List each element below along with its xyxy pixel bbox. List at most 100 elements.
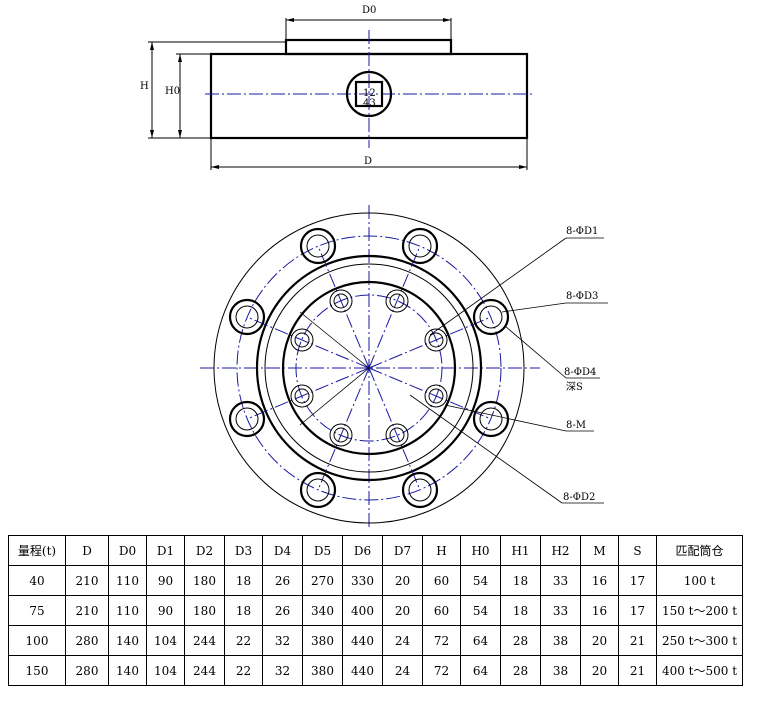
top-view: 8-ΦD1 8-ΦD3 8-ΦD4 深S 8-M 8-ΦD2 (200, 205, 608, 530)
table-cell: 33 (540, 595, 581, 626)
table-row: 150 280 140 104 244 22 32 380 440 24 72 … (8, 655, 743, 686)
table-cell: 18 (224, 595, 263, 626)
table-cell: 16 (580, 565, 619, 596)
table-cell: 24 (382, 655, 423, 686)
table-row: 100 280 140 104 244 22 32 380 440 24 72 … (8, 625, 743, 656)
table-cell: 40 (8, 565, 66, 596)
connector-circle (345, 70, 393, 118)
table-cell: 340 (302, 595, 343, 626)
table-cell: 60 (422, 565, 461, 596)
table-cell: 17 (618, 565, 657, 596)
callout-leaders (299, 237, 608, 504)
table-cell: 60 (422, 595, 461, 626)
table-cell: 28 (500, 655, 541, 686)
table-cell: 72 (422, 655, 461, 686)
table-cell: 38 (540, 655, 581, 686)
dim-h-label: H (140, 81, 149, 92)
table-cell: 17 (618, 595, 657, 626)
table-header-cell: D2 (184, 535, 225, 566)
table-cell: 72 (422, 625, 461, 656)
table-header-cell: H1 (500, 535, 541, 566)
table-cell: 244 (184, 625, 225, 656)
table-cell: 140 (108, 625, 147, 656)
table-cell: 110 (108, 565, 147, 596)
table-cell: 22 (224, 625, 263, 656)
table-cell: 100 (8, 625, 66, 656)
table-cell: 440 (342, 655, 383, 686)
table-cell: 90 (146, 595, 185, 626)
table-cell: 280 (65, 655, 109, 686)
callout-d1: 8-ΦD1 (566, 226, 598, 237)
table-cell: 90 (146, 565, 185, 596)
table-cell: 150 t～200 t (656, 595, 743, 626)
table-header-cell: D0 (108, 535, 147, 566)
technical-drawing: D0 12 43 D H H0 (140, 5, 608, 530)
table-header-cell: 匹配筒仓 (656, 535, 743, 566)
table-cell: 20 (382, 565, 423, 596)
table-cell: 110 (108, 595, 147, 626)
table-cell: 104 (146, 625, 185, 656)
table-cell: 400 (342, 595, 383, 626)
table-cell: 20 (580, 625, 619, 656)
table-header-cell: D1 (146, 535, 185, 566)
table-cell: 38 (540, 625, 581, 656)
table-cell: 21 (618, 625, 657, 656)
table-cell: 140 (108, 655, 147, 686)
table-header-cell: M (580, 535, 619, 566)
table-header-cell: D7 (382, 535, 423, 566)
table-cell: 24 (382, 625, 423, 656)
body-ring-inner (281, 280, 457, 456)
table-cell: 104 (146, 655, 185, 686)
table-cell: 28 (500, 625, 541, 656)
table-header-cell: D3 (224, 535, 263, 566)
table-header-cell: H0 (460, 535, 501, 566)
table-cell: 380 (302, 625, 343, 656)
body-ring-groove (264, 263, 474, 473)
table-cell: 180 (184, 565, 225, 596)
table-cell: 54 (460, 595, 501, 626)
outer-bolt-circle (236, 235, 502, 501)
table-cell: 280 (65, 625, 109, 656)
table-cell: 400 t～500 t (656, 655, 743, 686)
table-header-cell: H (422, 535, 461, 566)
table-cell: 32 (262, 655, 303, 686)
table-header-cell: S (618, 535, 657, 566)
spec-table: 量程(t) D D0 D1 D2 D3 D4 D5 D6 D7 H H0 H1 … (8, 535, 743, 686)
callout-thread: 8-M (566, 420, 586, 431)
table-cell: 210 (65, 595, 109, 626)
table-cell: 20 (382, 595, 423, 626)
table-cell: 440 (342, 625, 383, 656)
table-cell: 26 (262, 595, 303, 626)
table-cell: 18 (224, 565, 263, 596)
table-cell: 244 (184, 655, 225, 686)
outer-flange (213, 212, 525, 524)
table-header-cell: D4 (262, 535, 303, 566)
table-cell: 250 t～300 t (656, 625, 743, 656)
side-view: D0 12 43 D H H0 (140, 5, 535, 170)
table-cell: 54 (460, 565, 501, 596)
table-cell: 180 (184, 595, 225, 626)
table-cell: 33 (540, 565, 581, 596)
table-header-cell: D5 (302, 535, 343, 566)
table-cell: 380 (302, 655, 343, 686)
table-row: 75 210 110 90 180 18 26 340 400 20 60 54… (8, 595, 743, 626)
table-cell: 210 (65, 565, 109, 596)
callout-d4: 8-ΦD4 (564, 367, 596, 378)
table-header-row: 量程(t) D D0 D1 D2 D3 D4 D5 D6 D7 H H0 H1 … (8, 535, 743, 566)
outer-bolt-holes (228, 227, 510, 509)
table-header-cell: H2 (540, 535, 581, 566)
table-cell: 330 (342, 565, 383, 596)
table-cell: 16 (580, 595, 619, 626)
table-cell: 270 (302, 565, 343, 596)
inner-bolt-circle (295, 294, 443, 442)
callout-d2: 8-ΦD2 (563, 492, 595, 503)
table-cell: 26 (262, 565, 303, 596)
table-cell: 21 (618, 655, 657, 686)
body-ring-outer (255, 254, 483, 482)
connector-pin-bottom: 43 (363, 98, 376, 109)
inner-threaded-holes (290, 289, 448, 447)
radial-centerlines (246, 245, 492, 491)
table-cell: 100 t (656, 565, 743, 596)
table-cell: 22 (224, 655, 263, 686)
table-cell: 18 (500, 595, 541, 626)
